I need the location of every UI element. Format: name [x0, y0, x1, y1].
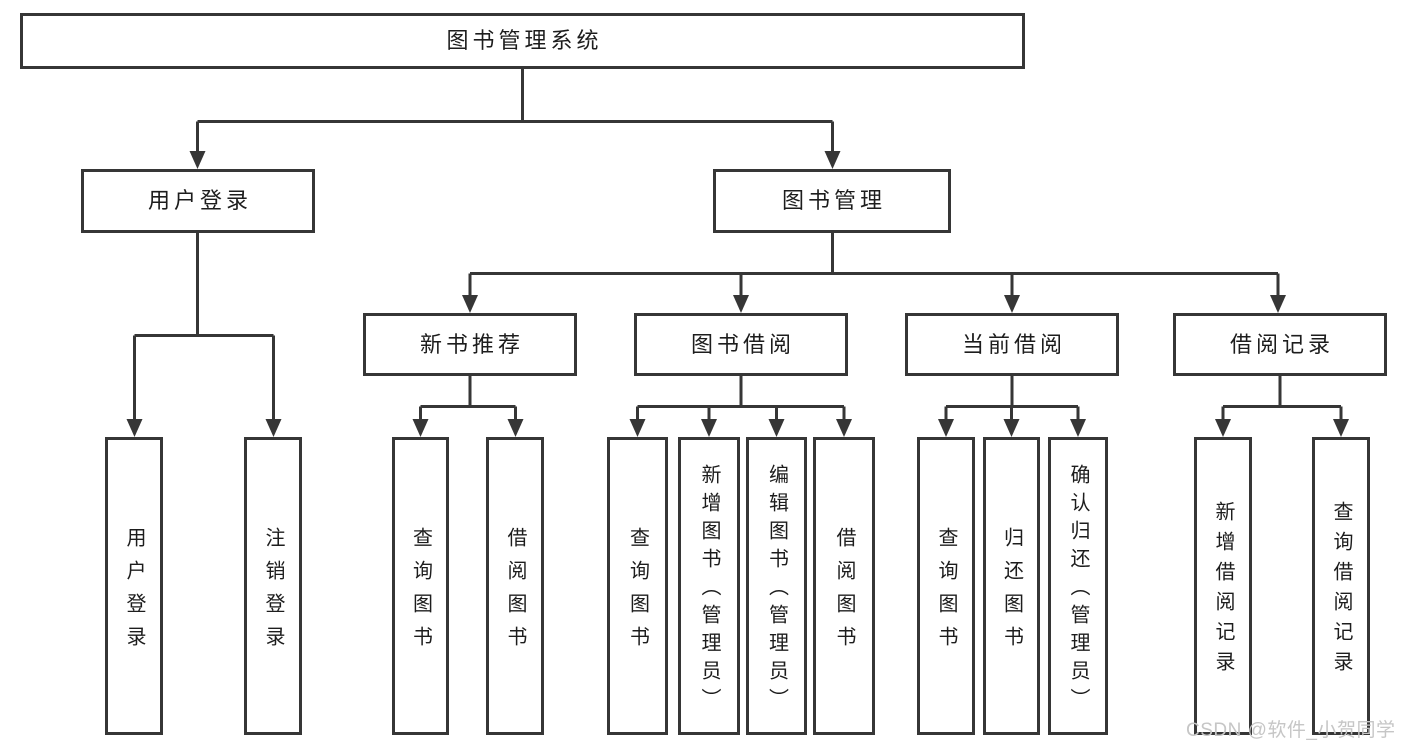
node-label: 查询借阅记录 [1330, 501, 1352, 681]
node-user-login-action: 用户登录 [105, 437, 163, 735]
connector-borrowing-records [1215, 376, 1349, 437]
connector-new-book-recommendation [412, 376, 524, 437]
node-label: 查询图书 [409, 526, 432, 659]
node-label: 归还图书 [1000, 526, 1023, 659]
connector-book-borrowing [629, 376, 852, 437]
node-book-borrowing: 图书借阅 [634, 313, 848, 376]
node-label: 新增图书（管理员） [698, 464, 720, 716]
node-label: 注销登录 [262, 526, 284, 659]
node-add-books-admin: 新增图书（管理员） [678, 437, 740, 735]
node-book-management: 图书管理 [713, 169, 951, 233]
node-query-borrow-record: 查询借阅记录 [1312, 437, 1370, 735]
node-label: 新书推荐 [419, 331, 524, 357]
node-label: 借阅记录 [1229, 331, 1334, 357]
node-confirm-return-admin: 确认归还（管理员） [1048, 437, 1108, 735]
node-query-books-current: 查询图书 [917, 437, 975, 735]
node-label: 图书管理系统 [446, 28, 603, 53]
node-library-management-system: 图书管理系统 [20, 13, 1025, 69]
node-edit-books-admin: 编辑图书（管理员） [746, 437, 807, 735]
node-label: 图书管理 [781, 188, 886, 213]
connector-user-login [126, 233, 282, 437]
node-label: 借阅图书 [833, 526, 855, 659]
node-label: 用户登录 [123, 526, 145, 659]
node-label: 图书借阅 [690, 331, 795, 357]
node-current-borrowing: 当前借阅 [905, 313, 1119, 376]
node-logout-action: 注销登录 [244, 437, 302, 735]
node-borrow-books-recommend: 借阅图书 [486, 437, 544, 735]
node-return-books: 归还图书 [983, 437, 1040, 735]
node-borrow-books-borrowing: 借阅图书 [813, 437, 875, 735]
node-label: 当前借阅 [961, 331, 1066, 357]
node-add-borrow-record: 新增借阅记录 [1194, 437, 1252, 735]
connector-root [189, 69, 841, 169]
node-label: 查询图书 [935, 526, 957, 659]
node-label: 借阅图书 [504, 526, 526, 659]
node-user-login: 用户登录 [81, 169, 315, 233]
csdn-watermark: CSDN @软件_小贺同学 [1186, 720, 1396, 741]
node-label: 确认归还（管理员） [1067, 464, 1089, 716]
node-label: 新增借阅记录 [1212, 501, 1234, 681]
connector-book-management [462, 233, 1286, 313]
node-label: 查询图书 [626, 526, 649, 659]
node-query-books-recommend: 查询图书 [392, 437, 449, 735]
node-label: 编辑图书（管理员） [765, 464, 788, 716]
node-label: 用户登录 [147, 188, 252, 213]
node-new-book-recommendation: 新书推荐 [363, 313, 577, 376]
node-query-books-borrowing: 查询图书 [607, 437, 668, 735]
connector-current-borrowing [938, 376, 1086, 437]
node-borrowing-records: 借阅记录 [1173, 313, 1387, 376]
